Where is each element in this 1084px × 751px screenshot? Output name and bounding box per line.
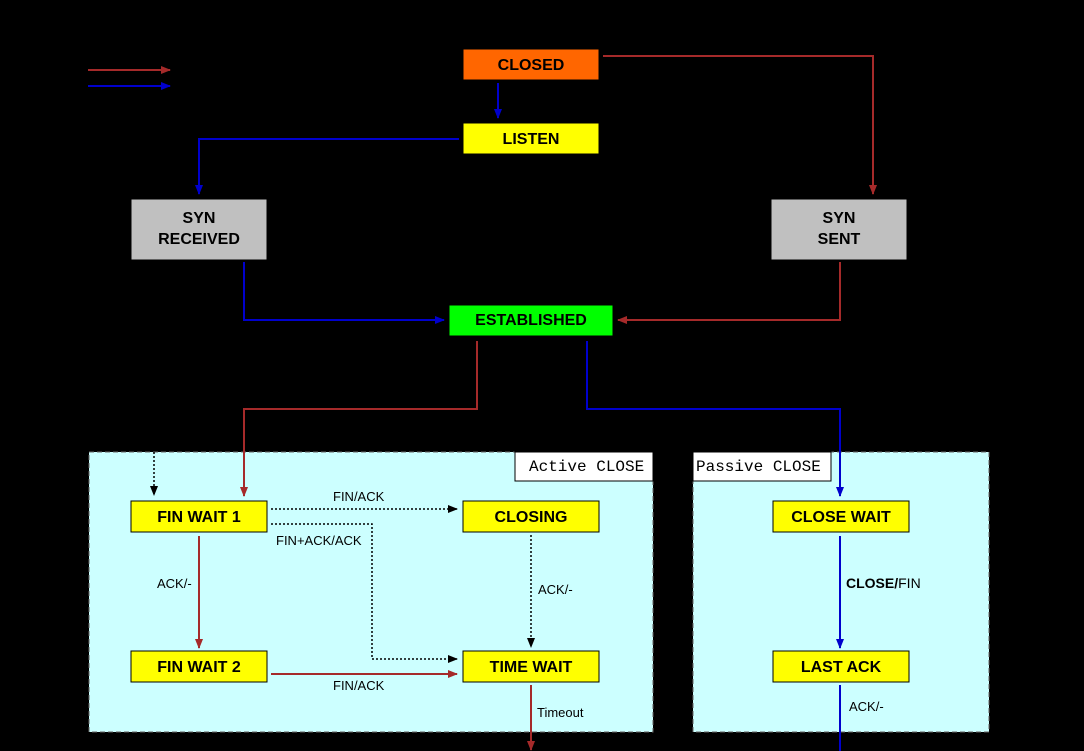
state-syn-received: SYN RECEIVED [130, 198, 268, 261]
arrow-established-to-close-wait [586, 341, 844, 497]
state-syn-sent-line1: SYN [823, 210, 856, 227]
state-established: ESTABLISHED [448, 304, 614, 337]
state-listen: LISTEN [462, 122, 600, 155]
arrow-syn-sent-to-established [617, 262, 841, 324]
state-close-wait-label: CLOSE WAIT [791, 509, 891, 526]
label-ack-closing: ACK/- [538, 582, 573, 597]
legend [88, 66, 171, 90]
passive-close-label: Passive CLOSE [696, 458, 821, 476]
state-fin-wait-2: FIN WAIT 2 [130, 650, 268, 683]
state-fin-wait-1: FIN WAIT 1 [130, 500, 268, 533]
state-listen-label: LISTEN [503, 131, 560, 148]
state-time-wait-label: TIME WAIT [490, 659, 573, 676]
active-close-label: Active CLOSE [529, 458, 644, 476]
arrow-established-to-fin-wait-1 [240, 341, 478, 497]
state-syn-received-line2: RECEIVED [158, 231, 240, 248]
label-ack-last-ack: ACK/- [849, 699, 884, 714]
active-close-label-box [514, 451, 654, 482]
label-close-bold: CLOSE/ [846, 575, 898, 591]
state-established-label: ESTABLISHED [475, 312, 587, 329]
state-syn-received-line1: SYN [183, 210, 216, 227]
state-syn-sent-line2: SENT [818, 231, 861, 248]
state-closing-label: CLOSING [495, 509, 568, 526]
state-last-ack-label: LAST ACK [801, 659, 882, 676]
state-fin-wait-2-label: FIN WAIT 2 [157, 659, 241, 676]
state-syn-sent: SYN SENT [770, 198, 908, 261]
label-fin-ack-bottom: FIN/ACK [333, 678, 385, 693]
arrow-syn-received-to-established [243, 262, 445, 324]
state-time-wait: TIME WAIT [462, 650, 600, 683]
arrow-fin-wait-1-to-time-wait [271, 523, 458, 663]
label-fin-ack-top: FIN/ACK [333, 489, 385, 504]
label-ack-fin-wait-1: ACK/- [157, 576, 192, 591]
state-fin-wait-1-label: FIN WAIT 1 [157, 509, 241, 526]
label-fin-ack-ack: FIN+ACK/ACK [276, 533, 362, 548]
arrow-closed-to-syn-sent [603, 55, 877, 195]
active-close-region [88, 451, 654, 733]
state-closed-label: CLOSED [498, 57, 565, 74]
label-fin: FIN [898, 575, 921, 591]
state-close-wait: CLOSE WAIT [772, 500, 910, 533]
arrow-listen-to-syn-received [195, 138, 459, 195]
state-closing: CLOSING [462, 500, 600, 533]
label-timeout: Timeout [537, 705, 584, 720]
state-last-ack: LAST ACK [772, 650, 910, 683]
state-closed: CLOSED [462, 48, 600, 81]
passive-close-label-box [692, 451, 832, 482]
label-close-fin: CLOSE/FIN [846, 575, 921, 591]
